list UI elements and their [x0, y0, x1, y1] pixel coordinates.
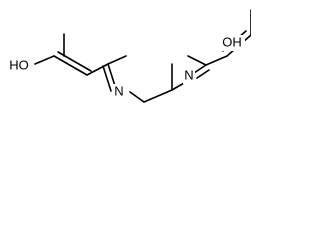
atom-n-left: N [114, 83, 123, 98]
bond-ch-n [171, 82, 185, 91]
molecule-svg: HO N N OH [6, 9, 251, 103]
atom-n-right: N [184, 67, 193, 82]
bond-c-c-right [205, 55, 228, 66]
bond-cc-double-left-a [53, 55, 88, 76]
bond-ch2-ch [143, 89, 173, 103]
bond-methyl-right-1 [187, 55, 207, 66]
bond-cn-double-right-b [196, 69, 210, 79]
bond-ho-c [34, 55, 55, 65]
atom-oh-right: OH [222, 34, 242, 49]
atom-ho-left: HO [9, 57, 29, 72]
bond-cn-double-left-b [102, 65, 112, 92]
bond-cn-double-right-a [193, 64, 207, 74]
structure-diagram: HO N N OH [0, 0, 251, 122]
bond-c-c-left [86, 63, 109, 76]
bond-n-ch2 [129, 91, 145, 103]
bond-cc-double-left-b [57, 51, 92, 72]
bond-methyl-left-2 [107, 55, 127, 65]
